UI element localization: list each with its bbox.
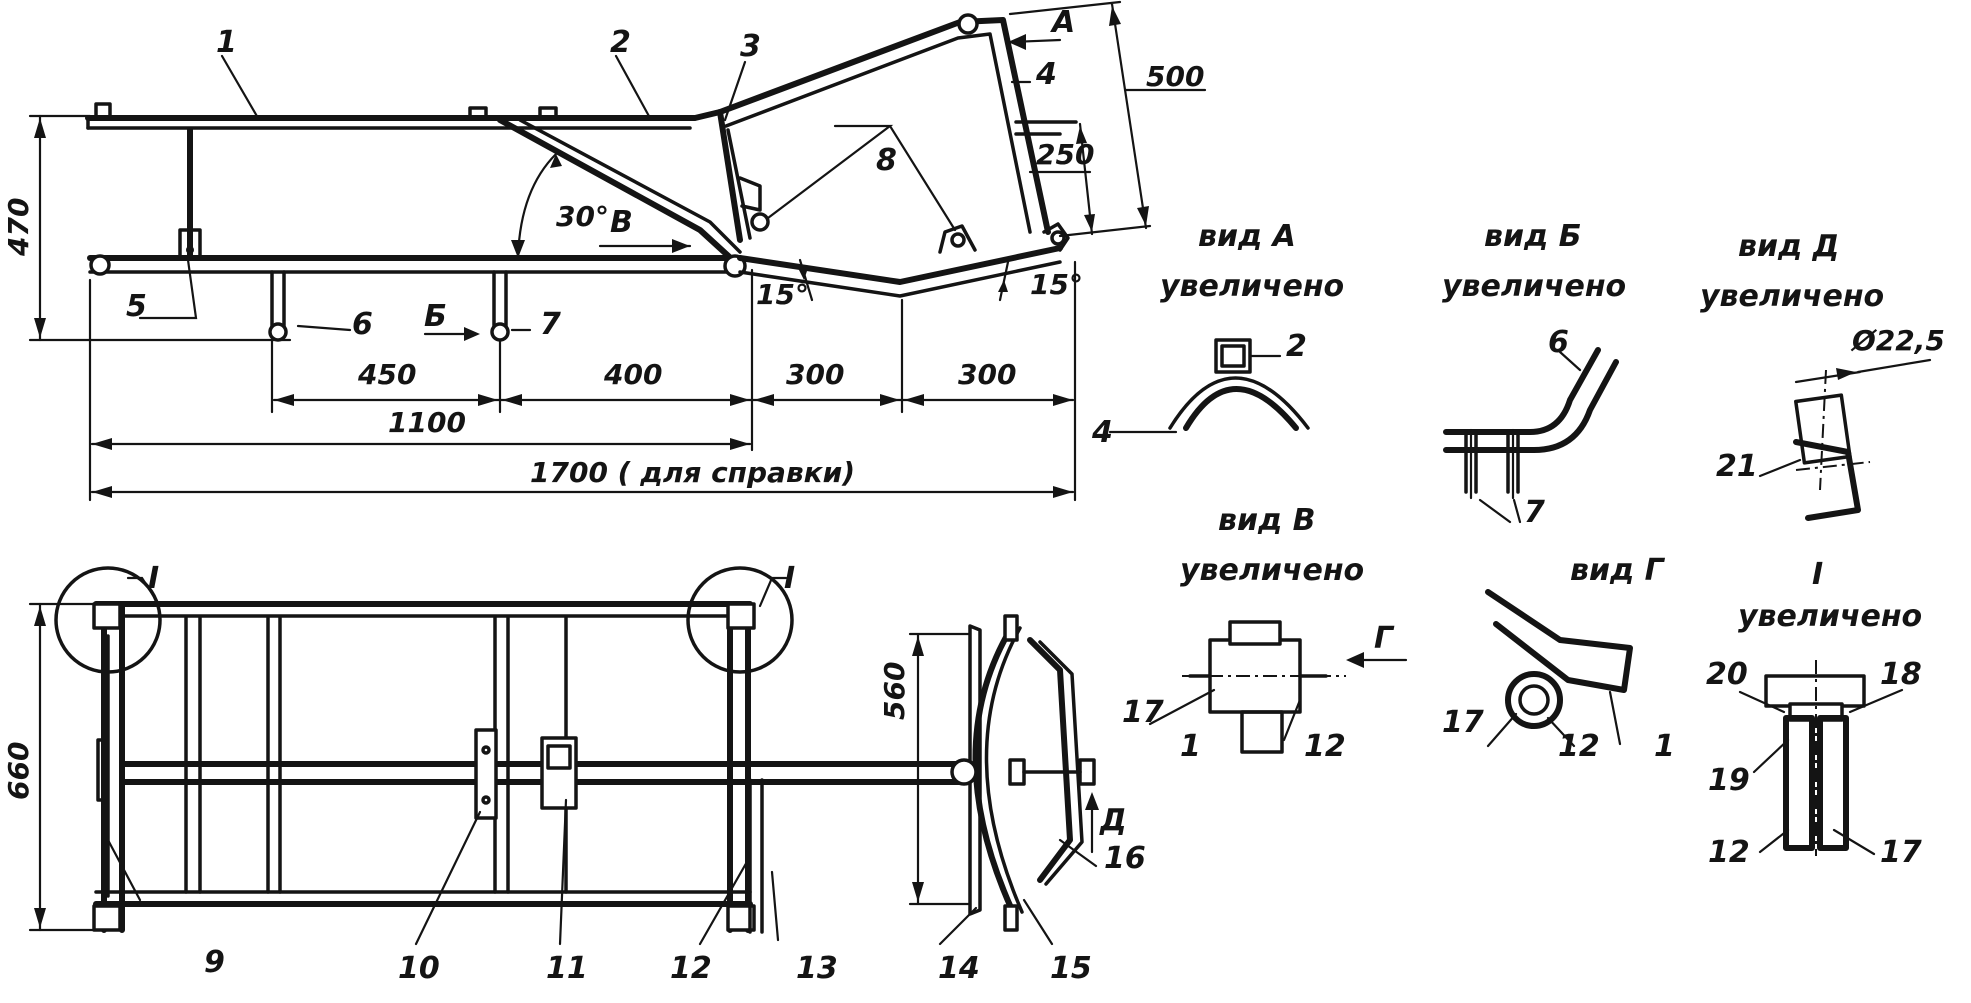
detail-circle-right xyxy=(686,566,794,674)
hanger-6 xyxy=(270,270,286,334)
view-V-detail xyxy=(1148,620,1408,754)
part-label-12-g: 12 xyxy=(1558,729,1600,764)
view-A-detail xyxy=(1108,338,1310,434)
dim-400: 400 xyxy=(603,358,662,391)
title-view-B: вид Б xyxy=(1484,219,1582,254)
detail-I xyxy=(1738,660,1904,856)
angle-15b: 15° xyxy=(1030,268,1083,301)
angle-15a: 15° xyxy=(756,278,809,311)
part-label-17-i: 17 xyxy=(1880,835,1922,870)
part-label-14: 14 xyxy=(938,951,980,986)
part-label-15: 15 xyxy=(1050,951,1092,986)
part-label-21: 21 xyxy=(1716,449,1758,484)
arrow-label-G: Г xyxy=(1374,621,1395,656)
part-label-2: 2 xyxy=(610,25,631,60)
dim-450: 450 xyxy=(357,358,416,391)
part-label-8: 8 xyxy=(876,143,897,178)
top-rail xyxy=(85,109,723,121)
part-label-7: 7 xyxy=(540,307,561,342)
part-label-16: 16 xyxy=(1104,841,1146,876)
part-label-2-a: 2 xyxy=(1286,329,1307,364)
part-labels: 1 2 3 4 5 6 7 8 9 10 11 12 13 14 15 16 1… xyxy=(126,25,1922,986)
part-label-18: 18 xyxy=(1880,657,1922,692)
view-D-detail xyxy=(1758,358,1932,521)
title-view-D-sub: увеличено xyxy=(1700,279,1884,314)
side-view xyxy=(28,0,1207,502)
title-view-B-sub: увеличено xyxy=(1442,269,1626,304)
front-bumper xyxy=(972,627,1015,913)
seat-back-frame xyxy=(717,17,1051,235)
arrow-label-B: Б xyxy=(424,299,447,334)
title-view-V: вид В xyxy=(1218,503,1316,538)
part-label-17-g: 17 xyxy=(1442,705,1484,740)
plan-view xyxy=(28,566,1099,946)
diameter: Ø22,5 xyxy=(1850,324,1945,357)
dim-1100: 1100 xyxy=(388,406,466,439)
part-label-7-b: 7 xyxy=(1524,495,1545,530)
angle-30: 30° xyxy=(556,200,609,233)
part-label-12-v: 12 xyxy=(1304,729,1346,764)
arrow-label-D: Д xyxy=(1099,803,1127,838)
part-label-3: 3 xyxy=(740,29,761,64)
view-B-detail xyxy=(1443,347,1619,524)
part-label-4-a: 4 xyxy=(1091,415,1113,450)
title-view-I-sub: увеличено xyxy=(1738,599,1922,634)
dim-560: 560 xyxy=(878,662,911,720)
part-label-1-v: 1 xyxy=(1180,729,1201,764)
title-view-A-sub: увеличено xyxy=(1160,269,1344,304)
roman-label-detail: I xyxy=(1812,557,1823,592)
hanger-7 xyxy=(492,270,508,334)
part-label-20: 20 xyxy=(1706,657,1748,692)
dim-300b: 300 xyxy=(958,358,1016,391)
dim-300a: 300 xyxy=(786,358,844,391)
part-label-12-i: 12 xyxy=(1708,835,1750,870)
part-label-1: 1 xyxy=(216,25,237,60)
dim-660: 660 xyxy=(2,742,35,800)
part-label-5: 5 xyxy=(126,289,147,324)
part-label-9: 9 xyxy=(204,945,225,980)
part-label-17-v: 17 xyxy=(1122,695,1164,730)
view-arrow-labels: А Б В Г Д xyxy=(424,5,1395,838)
dim-250: 250 xyxy=(1036,138,1094,171)
part-label-12: 12 xyxy=(670,951,712,986)
dim-1700: 1700 ( для справки) xyxy=(530,456,855,489)
view-G-detail xyxy=(1485,589,1633,748)
arrow-label-V: В xyxy=(610,205,633,240)
arrow-label-A: А xyxy=(1050,5,1075,40)
part-label-13: 13 xyxy=(796,951,838,986)
title-view-V-sub: увеличено xyxy=(1180,553,1364,588)
roman-label-right: I xyxy=(784,561,795,596)
diagonal-tube xyxy=(497,117,738,265)
roman-label-left: I xyxy=(148,561,159,596)
detail-circle-left xyxy=(54,566,162,674)
title-view-G: вид Г xyxy=(1570,553,1666,588)
dim-500: 500 xyxy=(1146,60,1204,93)
part-label-6: 6 xyxy=(352,307,373,342)
part-label-10: 10 xyxy=(398,951,440,986)
part-label-11: 11 xyxy=(546,951,588,986)
part-label-19: 19 xyxy=(1708,763,1750,798)
part-label-6-b: 6 xyxy=(1548,325,1569,360)
seat-bottom xyxy=(737,245,1063,285)
part-label-4: 4 xyxy=(1035,57,1057,92)
title-view-A: вид А xyxy=(1198,219,1296,254)
dim-470: 470 xyxy=(2,198,35,257)
part-label-1-g: 1 xyxy=(1654,729,1675,764)
dimension-labels: 470 500 250 450 400 300 300 1100 1700 ( … xyxy=(2,60,1945,800)
view-titles: вид А увеличено вид Б увеличено вид Д ув… xyxy=(1160,219,1922,634)
title-view-D: вид Д xyxy=(1738,229,1839,264)
